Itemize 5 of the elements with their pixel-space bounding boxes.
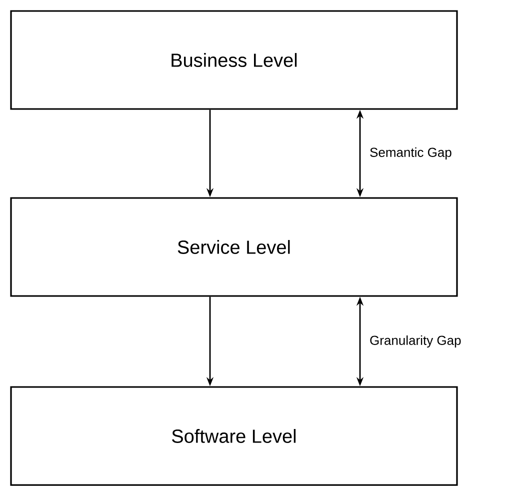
- level-box: Service Level: [10, 197, 458, 297]
- level-box: Software Level: [10, 386, 458, 486]
- edge-label: Semantic Gap: [370, 147, 452, 160]
- edge-label: Granularity Gap: [370, 335, 461, 348]
- level-box: Business Level: [10, 10, 458, 110]
